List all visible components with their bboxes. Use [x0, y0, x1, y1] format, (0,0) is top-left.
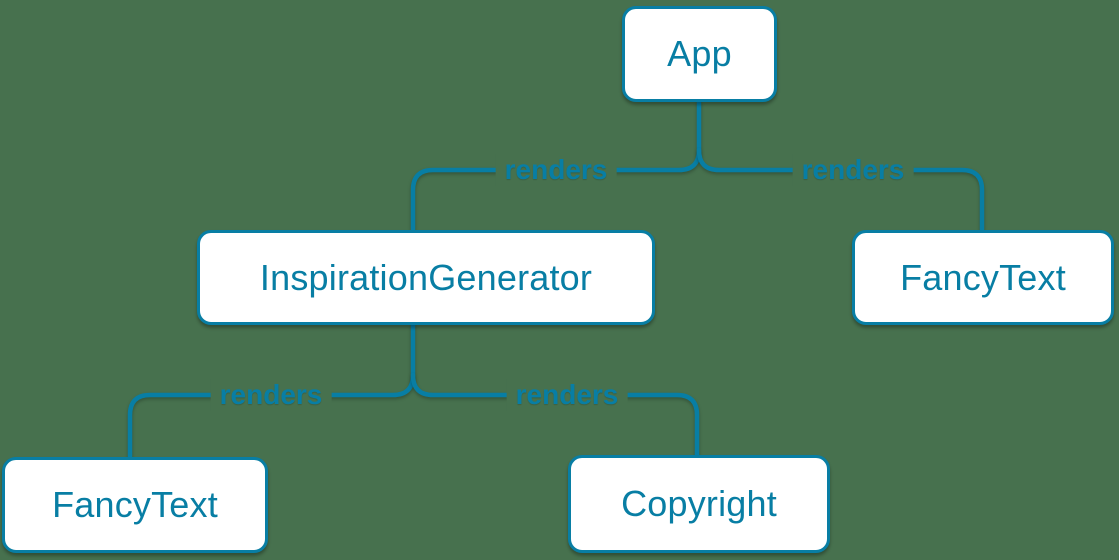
edge-line-app-to-fancytext	[696, 147, 985, 233]
node-inspiration-generator-label: InspirationGenerator	[259, 256, 593, 298]
edge-label-renders-inspirationgenerator-copyright: renders	[506, 379, 628, 411]
edge-label-renders-app-fancytext: renders	[792, 154, 914, 186]
node-copyright: Copyright	[568, 455, 830, 553]
node-fancy-text-top-label: FancyText	[900, 256, 1066, 298]
node-app-label: App	[667, 33, 732, 74]
node-app: App	[622, 6, 777, 102]
node-copyright-label: Copyright	[621, 483, 777, 524]
edge-line-inspirationgenerator-to-copyright	[410, 372, 700, 458]
node-fancy-text-top: FancyText	[852, 230, 1114, 325]
node-inspiration-generator: InspirationGenerator	[197, 230, 655, 325]
node-fancy-text-bottom: FancyText	[2, 457, 268, 553]
edge-label-renders-app-inspirationgenerator: renders	[495, 154, 617, 186]
node-fancy-text-bottom-label: FancyText	[52, 484, 218, 525]
edge-label-renders-inspirationgenerator-fancytext: renders	[210, 379, 332, 411]
